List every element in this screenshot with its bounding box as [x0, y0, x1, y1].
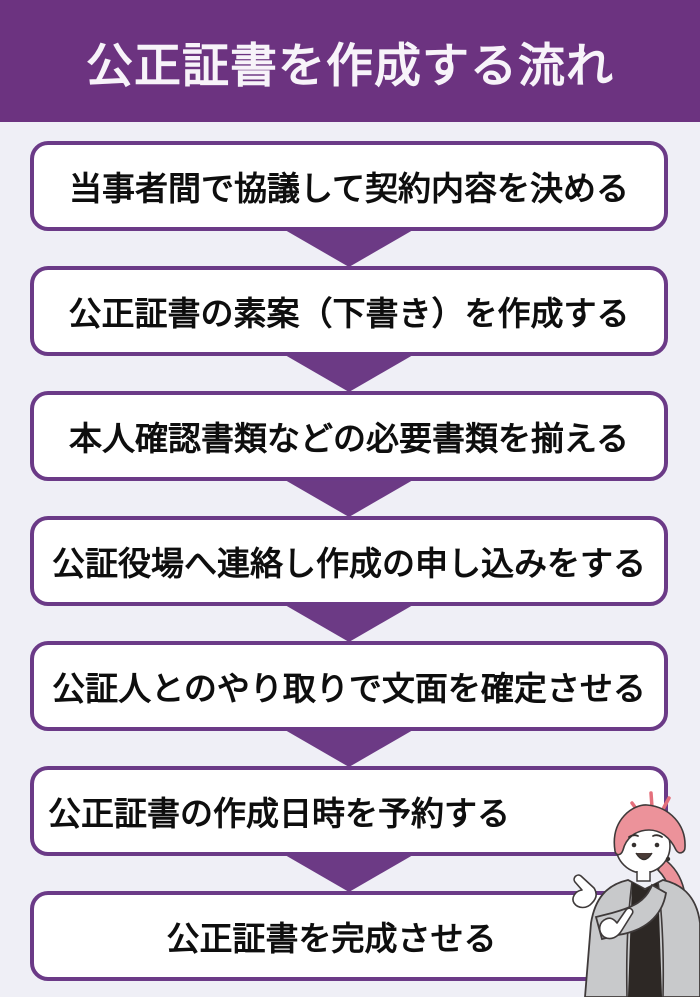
flow-step-7-label: 公正証書を完成させる [166, 920, 497, 957]
header-banner: 公正証書を作成する流れ [0, 0, 700, 122]
flow-step-4: 公証役場へ連絡し作成の申し込みをする [30, 516, 668, 606]
flow-step-2-label: 公正証書の素案（下書き）を作成する [68, 295, 630, 332]
pointing-woman-illustration [572, 791, 700, 997]
earring [665, 856, 671, 862]
flow-step-3: 本人確認書類などの必要書類を揃える [30, 391, 668, 481]
hair-bangs [613, 804, 686, 856]
pointing-hand-icon [572, 874, 597, 909]
down-arrow-icon [285, 355, 413, 392]
flow-step-6-label: 公正証書の作成日時を予約する [48, 795, 510, 832]
flow-step-2: 公正証書の素案（下書き）を作成する [30, 266, 668, 356]
down-arrow-icon [285, 605, 413, 642]
flow-step-5: 公証人とのやり取りで文面を確定させる [30, 641, 668, 731]
flow-step-1: 当事者間で協議して契約内容を決める [30, 141, 668, 231]
flow-step-7: 公正証書を完成させる [30, 891, 668, 981]
pointing-hand-icon [598, 907, 634, 940]
down-arrow-icon [285, 230, 413, 267]
down-arrow-icon [285, 730, 413, 767]
flow-step-6: 公正証書の作成日時を予約する [30, 766, 668, 856]
flow-step-5-label: 公証人とのやり取りで文面を確定させる [52, 670, 646, 707]
down-arrow-icon [285, 855, 413, 892]
flow-step-1-label: 当事者間で協議して契約内容を決める [68, 170, 629, 207]
page-title: 公正証書を作成する流れ [86, 38, 614, 92]
down-arrow-icon [285, 480, 413, 517]
flow-step-3-label: 本人確認書類などの必要書類を揃える [68, 420, 629, 457]
flow-step-4-label: 公証役場へ連絡し作成の申し込みをする [52, 545, 646, 582]
